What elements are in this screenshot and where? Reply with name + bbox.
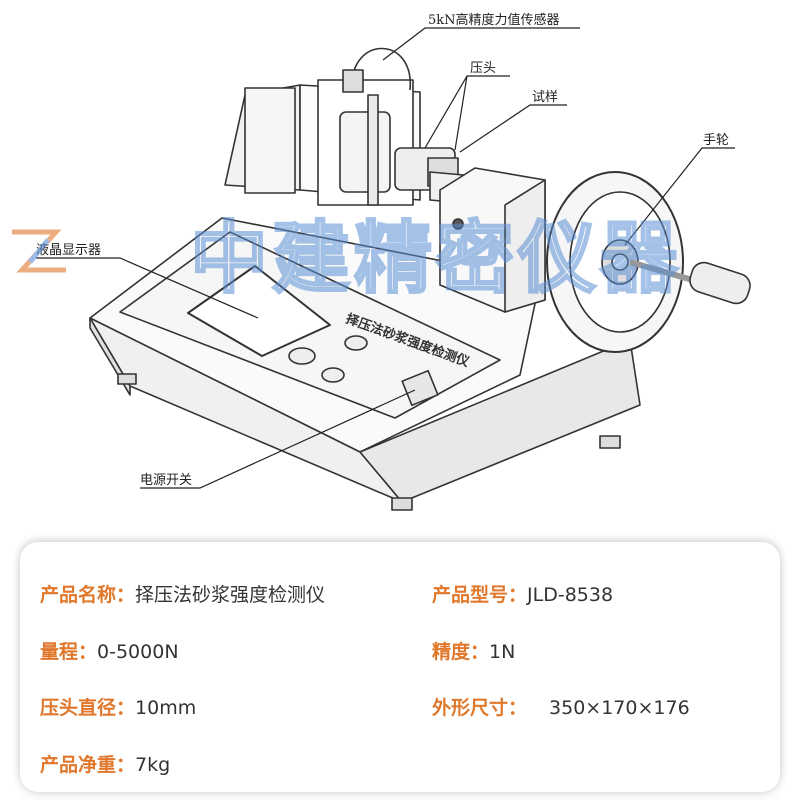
spec-dimensions: 外形尺寸： 350×170×176: [432, 696, 690, 720]
spec-net-weight: 产品净重：7kg: [40, 753, 170, 777]
spec-label: 量程：: [40, 641, 98, 663]
brand-logo-icon: [12, 229, 66, 273]
spec-label: 压头直径：: [40, 697, 136, 719]
spec-label: 产品型号：: [432, 584, 528, 606]
spec-label: 产品净重：: [40, 754, 136, 776]
product-diagram: 择压法砂浆强度检测仪 5kN高精度力值传感器 压头 试样 手轮 液晶显示器 电源…: [12, 12, 751, 511]
specs-card: 产品名称：择压法砂浆强度检测仪 产品型号：JLD-8538 量程：0-5000N…: [20, 542, 780, 792]
spec-value: 择压法砂浆强度检测仪: [135, 584, 326, 606]
spec-value: 350×170×176: [549, 697, 690, 719]
spec-value: 1N: [489, 641, 516, 663]
callout-lcd: 液晶显示器: [36, 243, 101, 258]
spec-product-name: 产品名称：择压法砂浆强度检测仪: [40, 583, 325, 607]
callout-handwheel: 手轮: [703, 133, 729, 148]
brand-watermark: 中建精密仪器: [190, 214, 682, 304]
spec-label: 精度：: [432, 641, 490, 663]
spec-range: 量程：0-5000N: [40, 640, 179, 664]
callout-press-head: 压头: [470, 61, 496, 76]
spec-value: JLD-8538: [527, 584, 614, 606]
spec-product-model: 产品型号：JLD-8538: [432, 583, 613, 607]
spec-label: 产品名称：: [40, 584, 136, 606]
callout-sensor: 5kN高精度力值传感器: [428, 12, 560, 28]
spec-value: 0-5000N: [97, 641, 179, 663]
spec-head-diameter: 压头直径：10mm: [40, 696, 196, 720]
spec-value: 7kg: [135, 754, 171, 776]
callout-power-switch: 电源开关: [140, 473, 192, 488]
spec-value: 10mm: [135, 697, 197, 719]
callout-specimen: 试样: [532, 90, 558, 105]
spec-precision: 精度：1N: [432, 640, 515, 664]
spec-label: 外形尺寸：: [432, 697, 528, 719]
